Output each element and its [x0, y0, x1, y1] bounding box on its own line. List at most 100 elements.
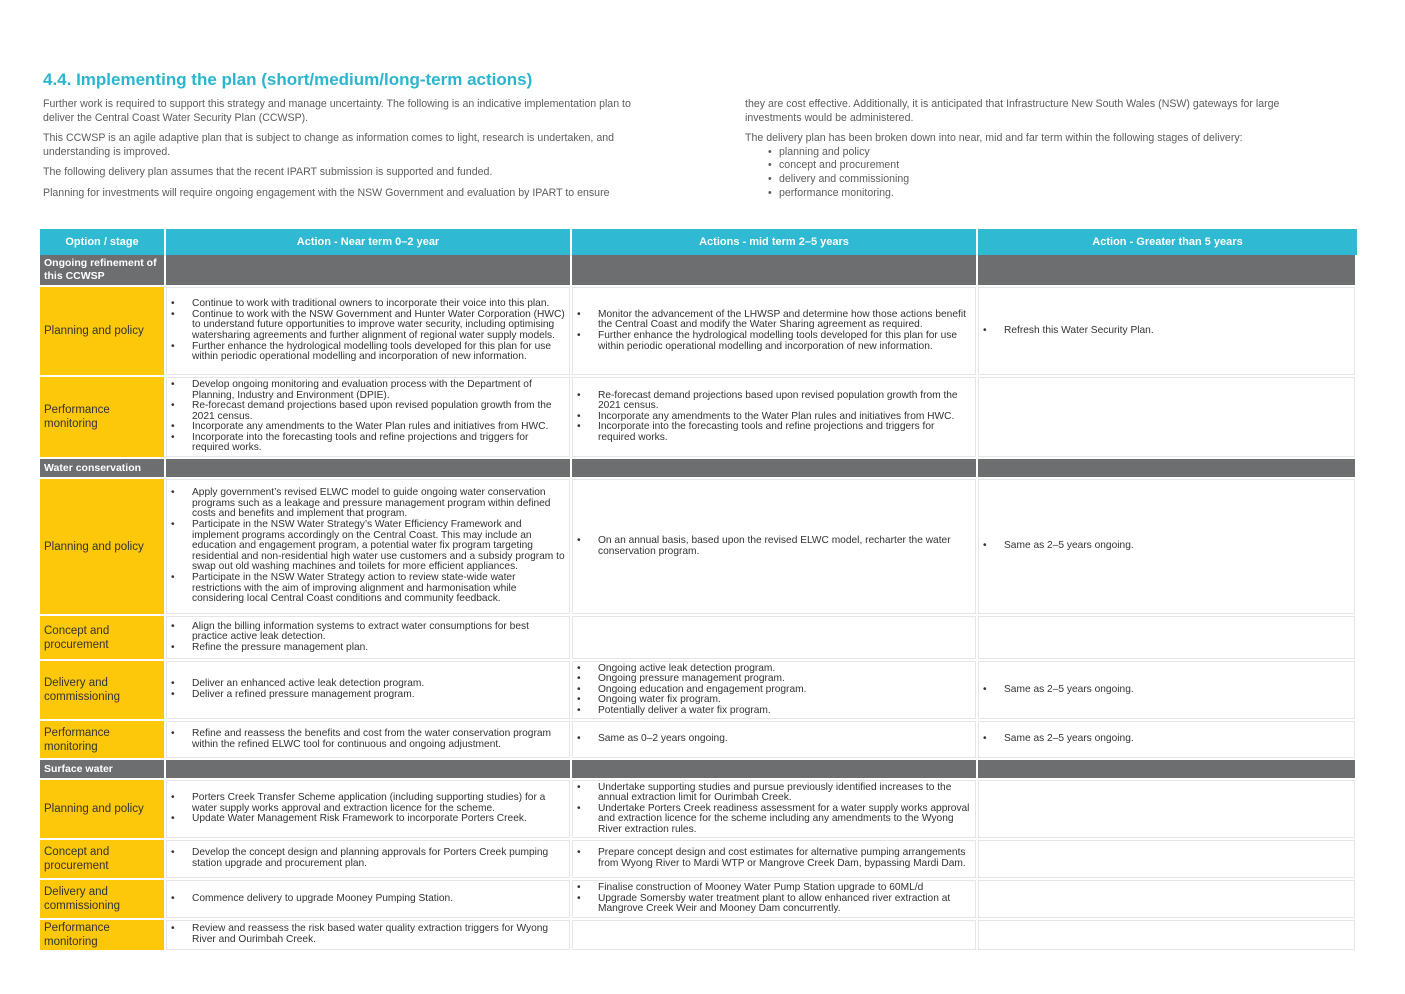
intro-left-column: Further work is required to support this… [43, 98, 651, 208]
mid-term-cell: Monitor the advancement of the LHWSP and… [572, 287, 978, 377]
intro-paragraph: they are cost effective. Additionally, i… [745, 98, 1280, 124]
action-item: Undertake supporting studies and pursue … [577, 782, 972, 804]
near-term-cell: Develop ongoing monitoring and evaluatio… [166, 377, 572, 459]
action-list: Refresh this Water Security Plan. [978, 325, 1355, 337]
near-term-cell: Refine and reassess the benefits and cos… [166, 721, 572, 760]
action-item: Undertake Porters Creek readiness assess… [577, 803, 972, 836]
mid-term-cell [572, 920, 978, 952]
action-list: Monitor the advancement of the LHWSP and… [572, 309, 976, 352]
intro-paragraph: This CCWSP is an agile adaptive plan tha… [43, 132, 614, 158]
section-row: Surface water [40, 760, 1357, 780]
far-term-cell [978, 880, 1357, 920]
near-term-cell: Develop the concept design and planning … [166, 840, 572, 880]
stage-label: Planning and policy [40, 479, 166, 616]
near-term-cell: Align the billing information systems to… [166, 616, 572, 661]
action-item: Ongoing active leak detection program. [577, 663, 972, 675]
action-list: Same as 0–2 years ongoing. [572, 734, 976, 745]
far-term-cell: Same as 2–5 years ongoing. [978, 479, 1357, 616]
section-fill [166, 459, 572, 479]
header-mid-term: Actions - mid term 2–5 years [572, 229, 978, 255]
action-list: Deliver an enhanced active leak detectio… [166, 679, 570, 700]
action-item: Refine the pressure management plan. [171, 642, 566, 654]
action-list: Review and reassess the risk based water… [166, 924, 570, 945]
mid-term-cell: Prepare concept design and cost estimate… [572, 840, 978, 880]
action-item: Refine and reassess the benefits and cos… [171, 728, 566, 750]
stage-label: Concept and procurement [40, 616, 166, 661]
mid-term-cell: Same as 0–2 years ongoing. [572, 721, 978, 760]
mid-term-cell: On an annual basis, based upon the revis… [572, 479, 978, 616]
near-term-cell: Review and reassess the risk based water… [166, 920, 572, 952]
far-term-cell [978, 377, 1357, 459]
action-item: Participate in the NSW Water Strategy ac… [171, 572, 566, 605]
table-row: Delivery and commissioning Commence deliv… [40, 880, 1357, 920]
mid-term-cell: Re-forecast demand projections based upo… [572, 377, 978, 459]
action-list: Continue to work with traditional owners… [166, 299, 570, 363]
table-row: Planning and policyPorters Creek Transfe… [40, 780, 1357, 840]
near-term-cell: Commence delivery to upgrade Mooney Pump… [166, 880, 572, 920]
action-item: Deliver a refined pressure management pr… [171, 689, 566, 701]
action-list: Prepare concept design and cost estimate… [572, 848, 976, 869]
action-item: Develop ongoing monitoring and evaluatio… [171, 379, 566, 401]
action-list: On an annual basis, based upon the revis… [572, 535, 976, 557]
mid-term-cell [572, 616, 978, 661]
section-fill [166, 255, 572, 287]
action-item: Incorporate any amendments to the Water … [171, 422, 566, 433]
section-fill [978, 255, 1357, 287]
action-item: Re-forecast demand projections based upo… [577, 390, 972, 412]
action-list: Undertake supporting studies and pursue … [572, 782, 976, 836]
action-item: Continue to work with the NSW Government… [171, 309, 566, 342]
action-item: Prepare concept design and cost estimate… [577, 848, 972, 869]
stage-label: Planning and policy [40, 287, 166, 377]
action-item: Re-forecast demand projections based upo… [171, 400, 566, 422]
near-term-cell: Porters Creek Transfer Scheme applicatio… [166, 780, 572, 840]
table-header-row: Option / stage Action - Near term 0–2 ye… [40, 229, 1357, 255]
near-term-cell: Continue to work with traditional owners… [166, 287, 572, 377]
action-item: Commence delivery to upgrade Mooney Pump… [171, 893, 566, 905]
action-item: Upgrade Somersby water treatment plant t… [577, 893, 972, 915]
stage-label: Performance monitoring [40, 721, 166, 760]
action-item: Same as 2–5 years ongoing. [983, 541, 1351, 552]
action-item: Ongoing water fix program. [577, 695, 972, 706]
action-item: Finalise construction of Mooney Water Pu… [577, 883, 972, 894]
stage-label: Planning and policy [40, 780, 166, 840]
intro-right-column: they are cost effective. Additionally, i… [745, 98, 1330, 200]
mid-term-cell: Finalise construction of Mooney Water Pu… [572, 880, 978, 920]
action-item: Refresh this Water Security Plan. [983, 325, 1351, 337]
action-item: Participate in the NSW Water Strategy’s … [171, 519, 566, 573]
table-row: Planning and policyContinue to work with… [40, 287, 1357, 377]
stage-label: Concept and procurement [40, 840, 166, 880]
action-item: Deliver an enhanced active leak detectio… [171, 679, 566, 690]
far-term-cell [978, 920, 1357, 952]
far-term-cell: Same as 2–5 years ongoing. [978, 721, 1357, 760]
action-item: Ongoing pressure management program. [577, 674, 972, 685]
mid-term-cell: Undertake supporting studies and pursue … [572, 780, 978, 840]
section-fill [978, 459, 1357, 479]
action-list: Commence delivery to upgrade Mooney Pump… [166, 893, 570, 905]
stage-label: Performance monitoring [40, 920, 166, 952]
section-fill [572, 459, 978, 479]
table-row: Delivery and commissioningDeliver an enh… [40, 661, 1357, 721]
header-long-term: Action - Greater than 5 years [978, 229, 1357, 255]
action-item: Same as 2–5 years ongoing. [983, 734, 1351, 745]
far-term-cell: Refresh this Water Security Plan. [978, 287, 1357, 377]
far-term-cell: Same as 2–5 years ongoing. [978, 661, 1357, 721]
section-row: Water conservation [40, 459, 1357, 479]
action-item: Update Water Management Risk Framework t… [171, 814, 566, 825]
intro-paragraph: Planning for investments will require on… [43, 186, 610, 199]
stage-label: Delivery and commissioning [40, 880, 166, 920]
action-list: Re-forecast demand projections based upo… [572, 390, 976, 444]
action-item: Continue to work with traditional owners… [171, 299, 566, 310]
stages-list: planning and policy concept and procurem… [745, 146, 1330, 200]
section-title: Surface water [40, 760, 166, 780]
action-list: Finalise construction of Mooney Water Pu… [572, 883, 976, 915]
intro-paragraph: The following delivery plan assumes that… [43, 166, 493, 179]
action-item: Same as 2–5 years ongoing. [983, 684, 1351, 696]
action-item: Incorporate into the forecasting tools a… [171, 432, 566, 454]
header-near-term: Action - Near term 0–2 year [166, 229, 572, 255]
action-list: Same as 2–5 years ongoing. [978, 684, 1355, 696]
action-item: Monitor the advancement of the LHWSP and… [577, 309, 972, 331]
action-item: Ongoing education and engagement program… [577, 684, 972, 696]
action-item: Align the billing information systems to… [171, 621, 566, 643]
action-list: Same as 2–5 years ongoing. [978, 734, 1355, 745]
section-title: Ongoing refinement of this CCWSP [40, 255, 166, 287]
